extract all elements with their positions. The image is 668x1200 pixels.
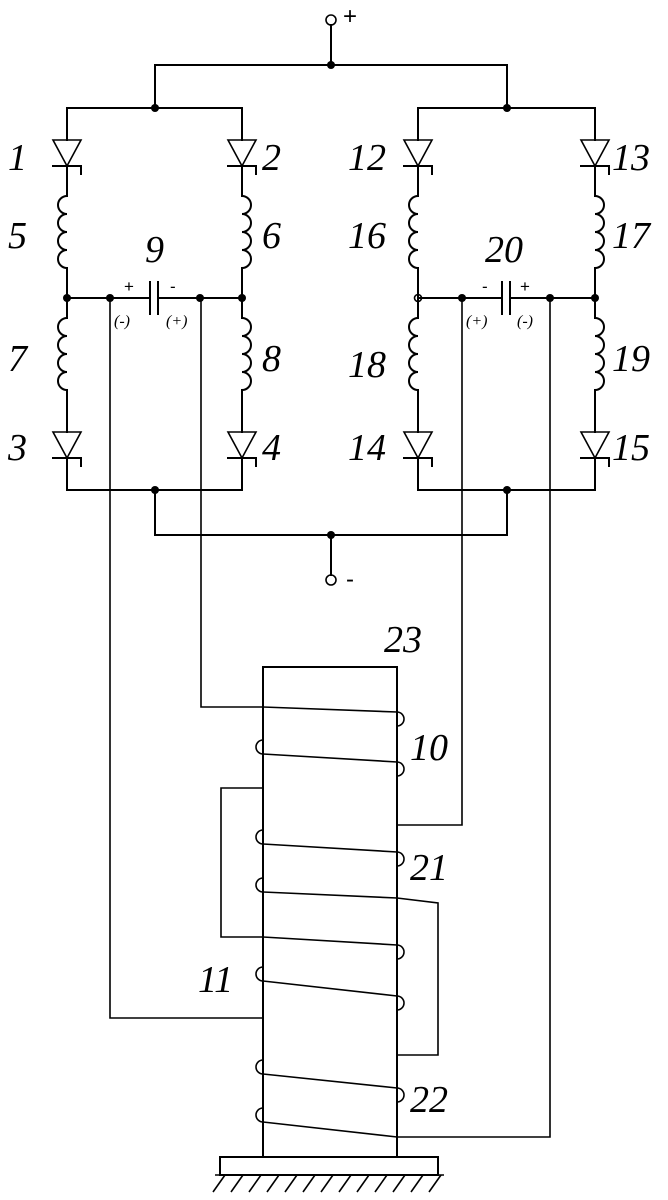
label-winding-11: 11 (198, 959, 233, 1001)
winding-11 (109, 298, 405, 1019)
polarity-c9-left: + (124, 277, 134, 296)
label-winding-10: 10 (410, 727, 448, 769)
label-diode-14: 14 (348, 427, 386, 469)
inductor-7 (57, 316, 69, 392)
polarity-c20-left-alt: (+) (466, 313, 487, 330)
polarity-c20-right-alt: (-) (517, 313, 533, 330)
label-diode-2: 2 (262, 137, 281, 179)
negative-terminal: - (325, 566, 354, 593)
label-capacitor-9: 9 (145, 229, 164, 271)
label-core-23: 23 (384, 619, 422, 661)
label-diode-15: 15 (612, 427, 650, 469)
positive-terminal-label: + (343, 3, 357, 30)
label-diode-4: 4 (262, 427, 281, 469)
label-inductor-8: 8 (262, 338, 281, 380)
inductor-5 (57, 194, 69, 270)
label-inductor-6: 6 (262, 215, 281, 257)
polarity-c9-left-alt: (-) (114, 313, 130, 330)
label-inductor-5: 5 (8, 215, 27, 257)
core-base (219, 1156, 439, 1176)
capacitor-20 (501, 281, 511, 315)
label-inductor-18: 18 (348, 344, 386, 386)
label-inductor-17: 17 (612, 215, 652, 257)
polarity-c9-right-alt: (+) (166, 313, 187, 330)
label-winding-22: 22 (410, 1079, 448, 1121)
winding-22 (255, 298, 551, 1138)
label-diode-3: 3 (7, 427, 27, 469)
winding-10 (200, 298, 405, 777)
negative-terminal-label: - (346, 566, 354, 593)
ground-hatch (212, 1174, 444, 1193)
label-diode-1: 1 (8, 137, 27, 179)
label-diode-12: 12 (348, 137, 386, 179)
label-inductor-7: 7 (8, 338, 29, 380)
winding-21 (220, 298, 463, 1056)
inductor-16 (408, 194, 420, 270)
label-winding-21: 21 (410, 847, 448, 889)
inductor-18 (408, 316, 420, 392)
inductor-6 (240, 194, 252, 270)
polarity-c9-right: - (170, 277, 176, 296)
inductor-19 (593, 316, 605, 392)
polarity-c20-right: + (520, 277, 530, 296)
inductor-8 (240, 316, 252, 392)
capacitor-9 (149, 281, 159, 315)
polarity-c20-left: - (482, 277, 488, 296)
label-inductor-19: 19 (612, 338, 650, 380)
label-inductor-16: 16 (348, 215, 386, 257)
label-capacitor-20: 20 (485, 229, 523, 271)
magnetic-core-23 (262, 666, 398, 1158)
label-diode-13: 13 (612, 137, 650, 179)
inductor-17 (593, 194, 605, 270)
